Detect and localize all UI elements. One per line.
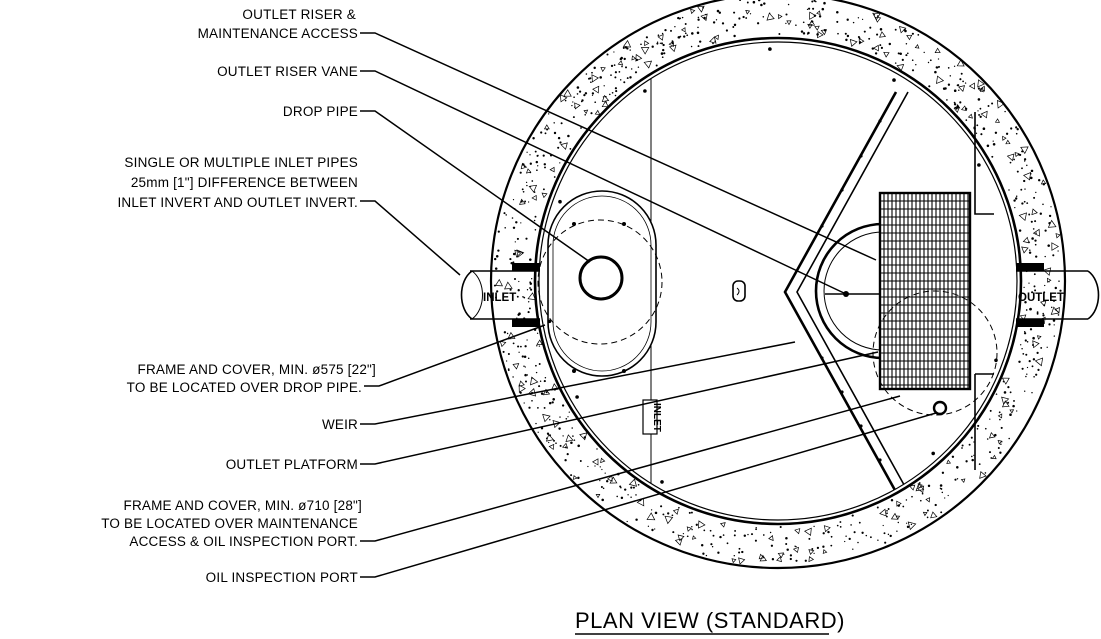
frame-cover-575-outline <box>537 219 663 345</box>
outlet-pipe-label: OUTLET <box>1018 292 1064 304</box>
drop-pipe-platform <box>537 190 663 377</box>
concrete-stipple <box>493 0 1062 565</box>
outlet-riser-access-line2: MAINTENANCE ACCESS <box>198 26 358 41</box>
drop-pipe-label: DROP PIPE <box>283 104 358 119</box>
concrete-ring <box>489 0 1067 570</box>
outlet-riser-vane-label: OUTLET RISER VANE <box>217 64 358 79</box>
inlet-pipe-label: INLET <box>483 292 516 304</box>
outlet-riser-access-line1: OUTLET RISER & <box>242 7 356 22</box>
inlet-wall-tag: INLET <box>642 399 662 435</box>
drawing-title: PLAN VIEW (STANDARD) <box>575 608 845 633</box>
oil-inspection-port-icon <box>932 400 948 416</box>
outlet-platform-label: OUTLET PLATFORM <box>226 457 358 472</box>
frame-cover-575-line2: TO BE LOCATED OVER DROP PIPE. <box>127 380 362 395</box>
center-fitting-icon <box>732 280 746 302</box>
maintenance-access-grate <box>878 191 972 391</box>
inlet-pipes-line2: 25mm [1"] DIFFERENCE BETWEEN <box>131 175 358 190</box>
outlet-platform <box>974 112 994 470</box>
inlet-pipe: INLET <box>460 263 540 327</box>
outlet-riser-vane <box>814 222 884 360</box>
wall-bolts <box>547 47 998 484</box>
frame-cover-710-line2: TO BE LOCATED OVER MAINTENANCE <box>101 516 358 531</box>
weir-wall <box>783 91 898 493</box>
inlet-pipes-line3: INLET INVERT AND OUTLET INVERT. <box>117 195 358 210</box>
inlet-pipes-line1: SINGLE OR MULTIPLE INLET PIPES <box>124 155 358 170</box>
oil-inspection-port-label: OIL INSPECTION PORT <box>206 570 358 585</box>
inlet-wall-tag-text: INLET <box>651 403 662 432</box>
frame-cover-575-line1: FRAME AND COVER, MIN. ø575 [22"] <box>138 362 377 377</box>
callouts: OUTLET RISER & MAINTENANCE ACCESS OUTLET… <box>101 7 937 585</box>
outlet-pipe: OUTLET <box>1016 263 1100 327</box>
drop-pipe-icon <box>578 255 624 301</box>
frame-cover-710-line1: FRAME AND COVER, MIN. ø710 [28"] <box>124 498 363 513</box>
frame-cover-710-line3: ACCESS & OIL INSPECTION PORT. <box>129 534 358 549</box>
weir-wall-inner <box>796 91 909 493</box>
weir-label: WEIR <box>322 417 358 432</box>
